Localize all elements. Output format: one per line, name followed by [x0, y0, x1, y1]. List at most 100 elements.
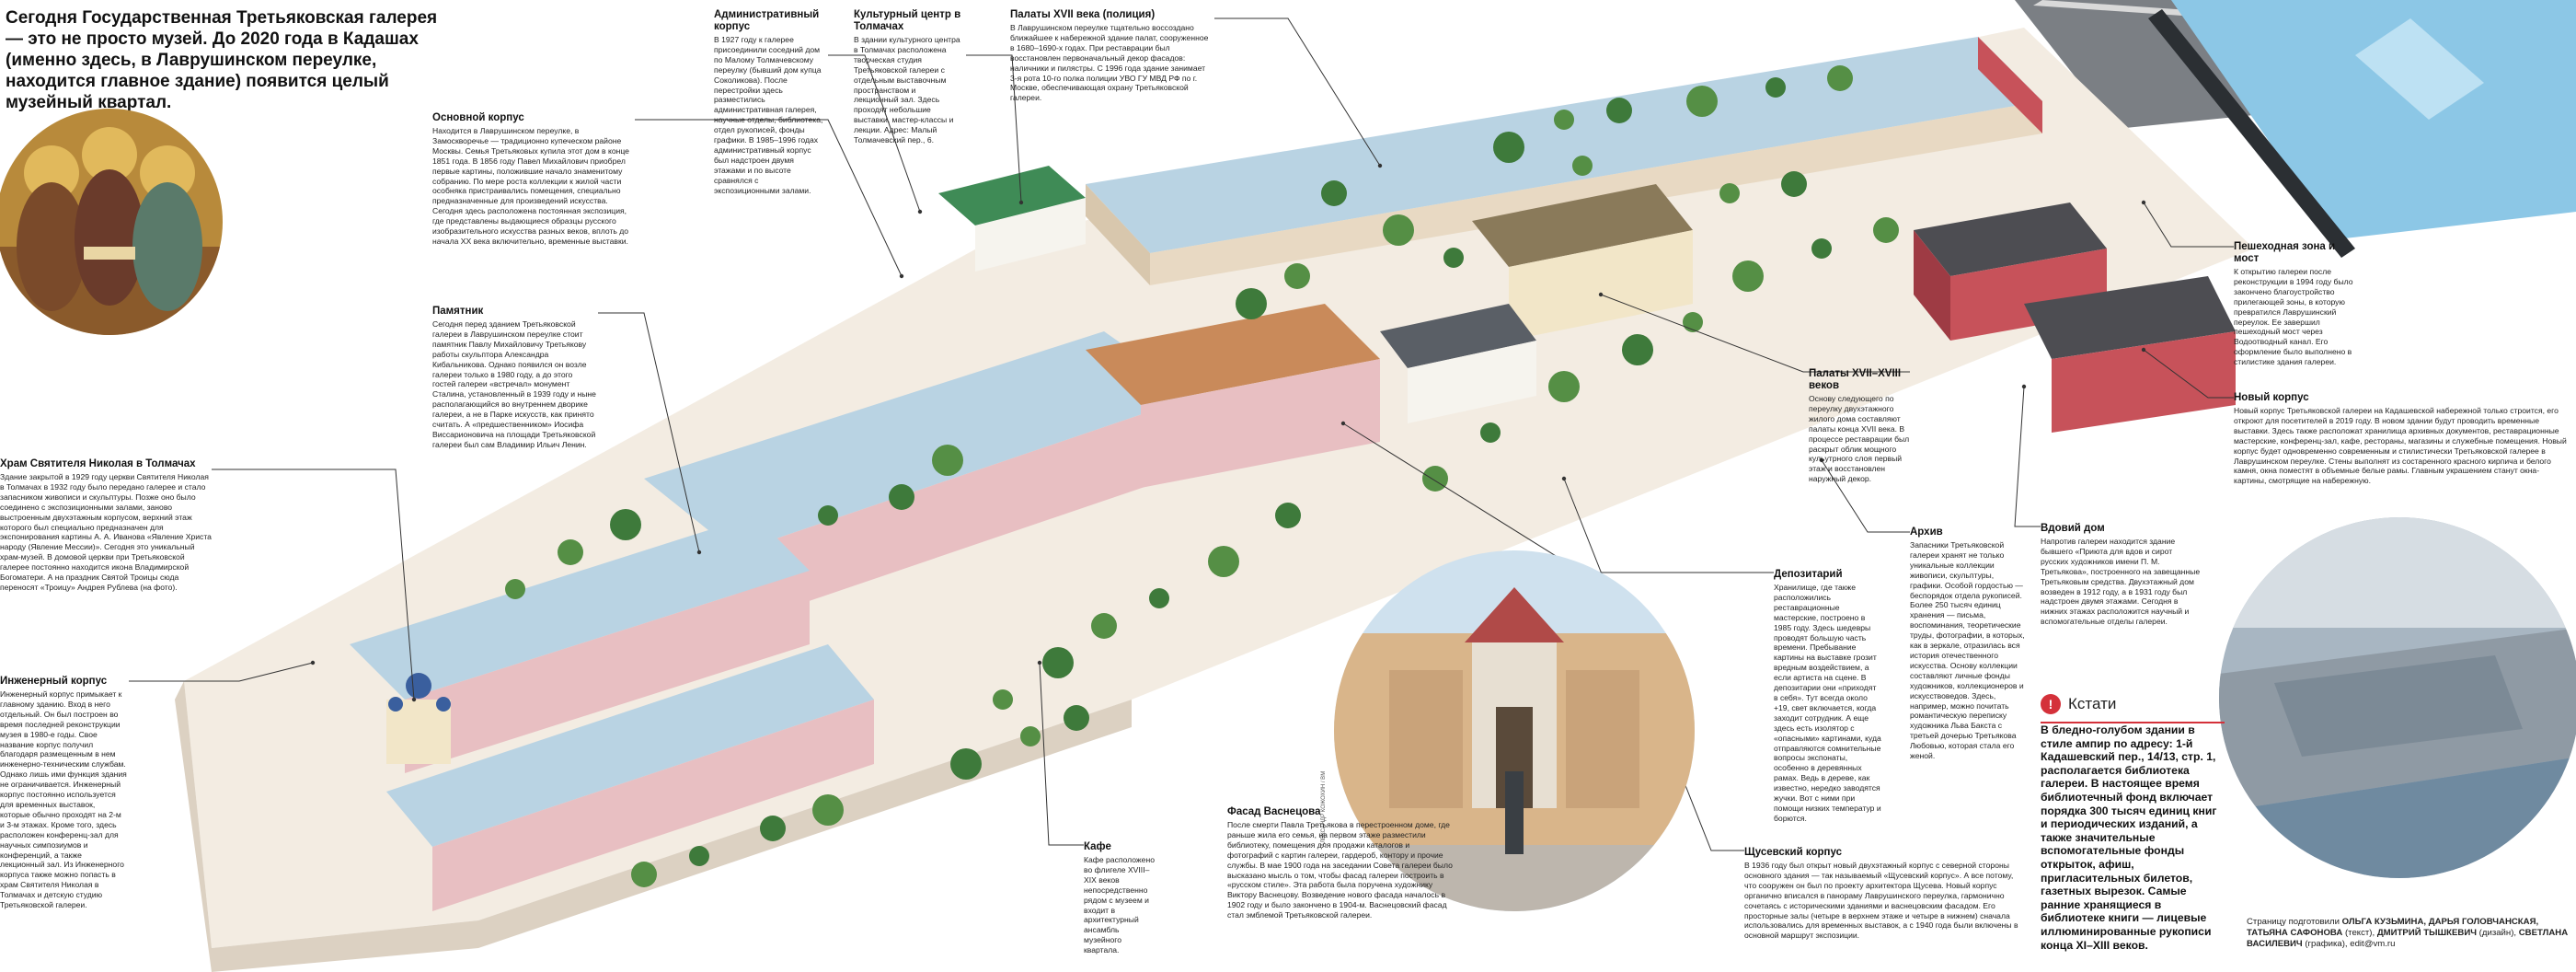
lower-wing-wall — [432, 700, 874, 911]
tree — [1321, 180, 1347, 206]
block-admin-title: Административный корпус — [714, 9, 820, 32]
block-arhiv-body: Запасники Третьяковской галереи хранят н… — [1910, 540, 2025, 761]
tree — [1719, 183, 1740, 203]
leader-line — [828, 54, 921, 213]
credits-lead: Страницу подготовили — [2247, 917, 2340, 927]
tree — [610, 509, 641, 540]
trinity-icon-image — [0, 109, 223, 335]
block-osnovnoy: Основной корпус Находится в Лаврушинском… — [432, 112, 635, 247]
tree — [1064, 705, 1089, 731]
block-hram: Храм Святителя Николая в Толмачах Здание… — [0, 458, 212, 593]
tree — [1732, 260, 1764, 292]
block-kafe-body: Кафе расположено во флигеле XVIII–XIX ве… — [1084, 855, 1155, 955]
block-kafe: Кафе Кафе расположено во флигеле XVIII–X… — [1084, 841, 1157, 955]
leader-line — [966, 54, 1022, 203]
tree — [1683, 312, 1703, 332]
block-peshehod-title: Пешеходная зона и мост — [2234, 241, 2336, 264]
depozitariy-wall — [1141, 359, 1380, 488]
tree — [1811, 238, 1832, 259]
church-dome-3 — [436, 697, 451, 712]
block-inzhenerny: Инженерный корпус Инженерный корпус прим… — [0, 676, 127, 910]
leader-line — [1821, 459, 1910, 533]
block-novy-body: Новый корпус Третьяковской галереи на Ка… — [2234, 406, 2567, 486]
leader-dot — [1819, 457, 1824, 463]
glass-gallery-front — [1150, 101, 2042, 285]
credits: Страницу подготовили ОЛЬГА КУЗЬМИНА, ДАР… — [2247, 917, 2569, 950]
block-palaty1718-title: Палаты XVII–XVIII веков — [1809, 368, 1902, 391]
kstati-body: В бледно-голубом здании в стиле ампир по… — [2041, 723, 2217, 952]
new-building-facade — [1978, 37, 2042, 133]
credits-role-2: (дизайн), — [2478, 928, 2517, 938]
block-pamyatnik: Памятник Сегодня перед зданием Третьяков… — [432, 306, 598, 450]
church-dome-2 — [388, 697, 403, 712]
block-admin-body: В 1927 году к галерее присоединили сосед… — [714, 35, 823, 195]
block-fasad-title: Фасад Васнецова — [1227, 806, 1321, 817]
tree — [1686, 86, 1718, 117]
block-inzhenerny-body: Инженерный корпус примыкает к главному з… — [0, 689, 127, 910]
vdoviy-annex-roof — [2024, 276, 2236, 359]
vdoviy-annex-wall — [2052, 331, 2236, 433]
white-house-roof — [1380, 304, 1536, 368]
block-kulturny-body: В здании культурного центра в Толмачах р… — [854, 35, 960, 145]
block-pamyatnik-title: Памятник — [432, 306, 484, 317]
tree — [505, 579, 525, 599]
tree — [932, 445, 963, 476]
depozitariy-roof — [1086, 304, 1380, 405]
credits-names-3: СВЕТЛАНА ВАСИЛЕВИЧ — [2247, 928, 2569, 949]
leader-dot — [1340, 421, 1346, 426]
tree — [1873, 217, 1899, 243]
leader-dot — [1037, 660, 1042, 665]
tree — [1554, 110, 1574, 130]
block-palaty17: Палаты XVII века (полиция) В Лаврушинско… — [1010, 9, 1213, 103]
church-dome-1 — [406, 673, 431, 699]
kstati-label: Кстати — [2068, 695, 2117, 712]
block-palaty1718: Палаты XVII–XVIII веков Основу следующег… — [1809, 368, 1910, 484]
leader-line — [1214, 17, 1381, 167]
block-kulturny: Культурный центр в Толмачах В здании кул… — [854, 9, 962, 145]
block-vdoviy-body: Напротив галереи находится здание бывшег… — [2041, 537, 2201, 627]
water-highlights — [2355, 18, 2484, 120]
palaty-roof — [1472, 184, 1693, 267]
tree — [1236, 288, 1267, 319]
tree — [1422, 466, 1448, 492]
block-arhiv-title: Архив — [1910, 526, 1943, 538]
quarter-ground-shadow — [175, 681, 1132, 972]
lower-wing-roof — [386, 644, 874, 847]
tree — [689, 846, 709, 866]
leader-dot — [1377, 163, 1383, 168]
leader-line — [1600, 294, 1910, 373]
vdoviy-dom-roof — [1914, 202, 2107, 276]
leader-line — [598, 312, 700, 553]
tree — [1622, 334, 1653, 365]
leader-dot — [1598, 292, 1604, 297]
block-hram-body: Здание закрытой в 1929 году церкви Святи… — [0, 472, 212, 592]
tree — [950, 748, 982, 780]
tree — [1149, 588, 1169, 608]
trinity-icon-photo — [0, 109, 223, 335]
leader-dot — [696, 550, 702, 555]
block-novy: Новый корпус Новый корпус Третьяковской … — [2234, 392, 2569, 486]
kstati-box: ! Кстати В бледно-голубом здании в стиле… — [2041, 694, 2225, 952]
block-osnovnoy-body: Находится в Лаврушинском переулке, в Зам… — [432, 126, 629, 246]
leader-dot — [310, 660, 316, 665]
leader-line — [2014, 386, 2041, 527]
glass-gallery-side — [1086, 184, 1150, 285]
leader-line — [2143, 202, 2234, 248]
block-fasad: Фасад Васнецова После смерти Павла Треть… — [1227, 806, 1454, 920]
trees-group — [505, 65, 1899, 887]
leader-dot — [2021, 384, 2027, 389]
tree — [1091, 613, 1117, 639]
aerial-image — [2219, 517, 2576, 878]
kstati-divider — [2041, 722, 2225, 723]
block-hram-title: Храм Святителя Николая в Толмачах — [0, 458, 196, 469]
leader-line — [212, 469, 415, 700]
tree — [558, 539, 583, 565]
inzhenerny-roof — [350, 515, 810, 700]
tree — [1042, 647, 1074, 678]
leader-dot — [1561, 476, 1567, 481]
block-palaty1718-body: Основу следующего по переулку двухэтажно… — [1809, 394, 1910, 484]
credits-email: edit@vm.ru — [2350, 939, 2396, 949]
cultural-center-wall — [975, 198, 1086, 272]
tree — [760, 816, 786, 841]
leader-line — [129, 662, 314, 682]
